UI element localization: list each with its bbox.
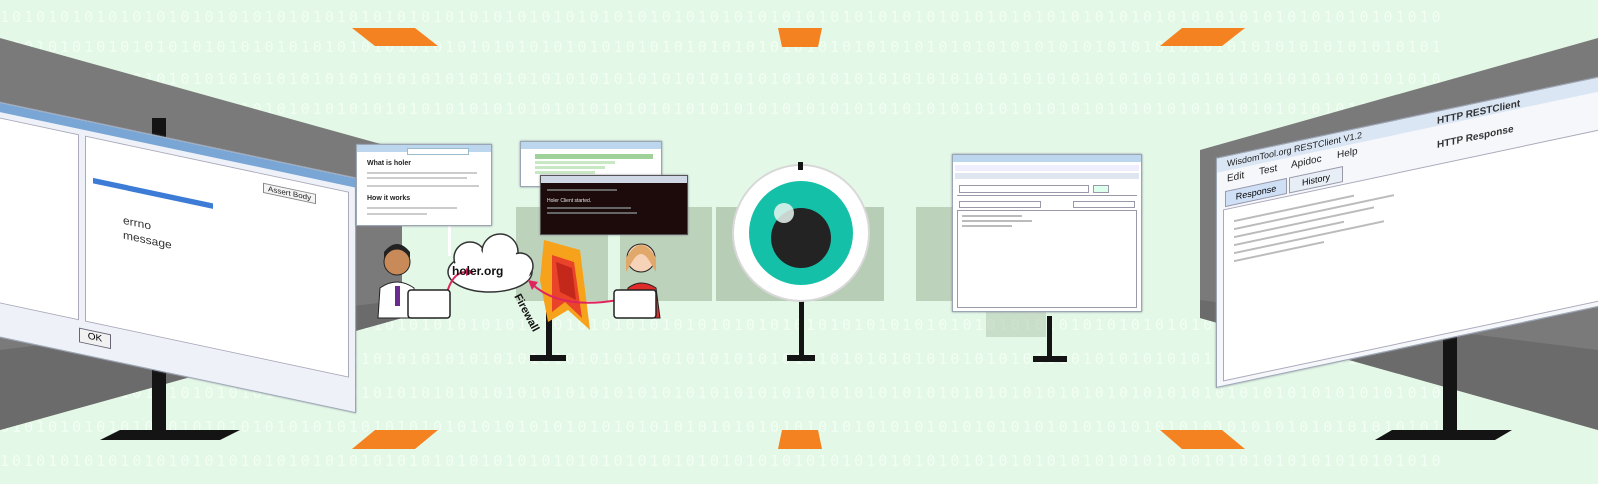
laptop <box>407 289 451 319</box>
cloud-label: holer.org <box>452 264 504 278</box>
section-heading: How it works <box>367 195 411 202</box>
binary-row: 0101010101010101010101010101010101010101… <box>0 38 1444 56</box>
menu-test[interactable]: Test <box>1259 162 1278 178</box>
menu-apidoc[interactable]: Apidoc <box>1291 153 1322 172</box>
orange-marker <box>352 28 438 46</box>
holer-cloud <box>447 233 534 293</box>
menu-edit[interactable]: Edit <box>1227 169 1245 185</box>
section-label: HTTP Response <box>1437 123 1514 152</box>
url-field[interactable] <box>959 185 1089 193</box>
terminal-window: Holer Client started. <box>540 175 688 235</box>
binary-row: 1010101010101010101010101010101010101010… <box>0 70 1444 88</box>
binary-row: 1010101010101010101010101010101010101010… <box>0 100 1444 118</box>
stand <box>1443 330 1457 435</box>
terminal-line: Holer Client started. <box>547 198 592 204</box>
orange-marker <box>778 430 822 449</box>
body-textarea[interactable] <box>957 210 1137 308</box>
binary-row: 1010101010101010101010101010101010101010… <box>0 452 1444 470</box>
ok-button[interactable]: OK <box>79 327 111 350</box>
send-button[interactable] <box>1093 185 1109 193</box>
binary-row: 1010101010101010101010101010101010101010… <box>0 8 1444 26</box>
orange-marker <box>778 28 822 47</box>
stand <box>546 290 552 358</box>
browser-window: What is holer How it works <box>356 144 492 226</box>
laptop <box>613 289 657 319</box>
page-heading: What is holer <box>367 160 411 167</box>
orange-marker <box>1160 28 1245 46</box>
binary-row: 1010101010101010101010101010101010101010… <box>0 384 1444 402</box>
orange-marker <box>352 430 438 449</box>
menu-help[interactable]: Help <box>1337 145 1358 162</box>
orange-marker <box>1160 430 1245 449</box>
binary-row: 1010101010101010101010101010101010101010… <box>0 350 1444 368</box>
binary-row: 0101010101010101010101010101010101010101… <box>0 418 1444 436</box>
stand <box>799 292 804 356</box>
man-figure <box>377 244 417 319</box>
address-bar[interactable] <box>407 148 469 155</box>
rest-client-window <box>952 154 1142 312</box>
content-type-select[interactable] <box>959 201 1041 208</box>
stand <box>1047 316 1052 358</box>
charset-select[interactable] <box>1073 201 1135 208</box>
